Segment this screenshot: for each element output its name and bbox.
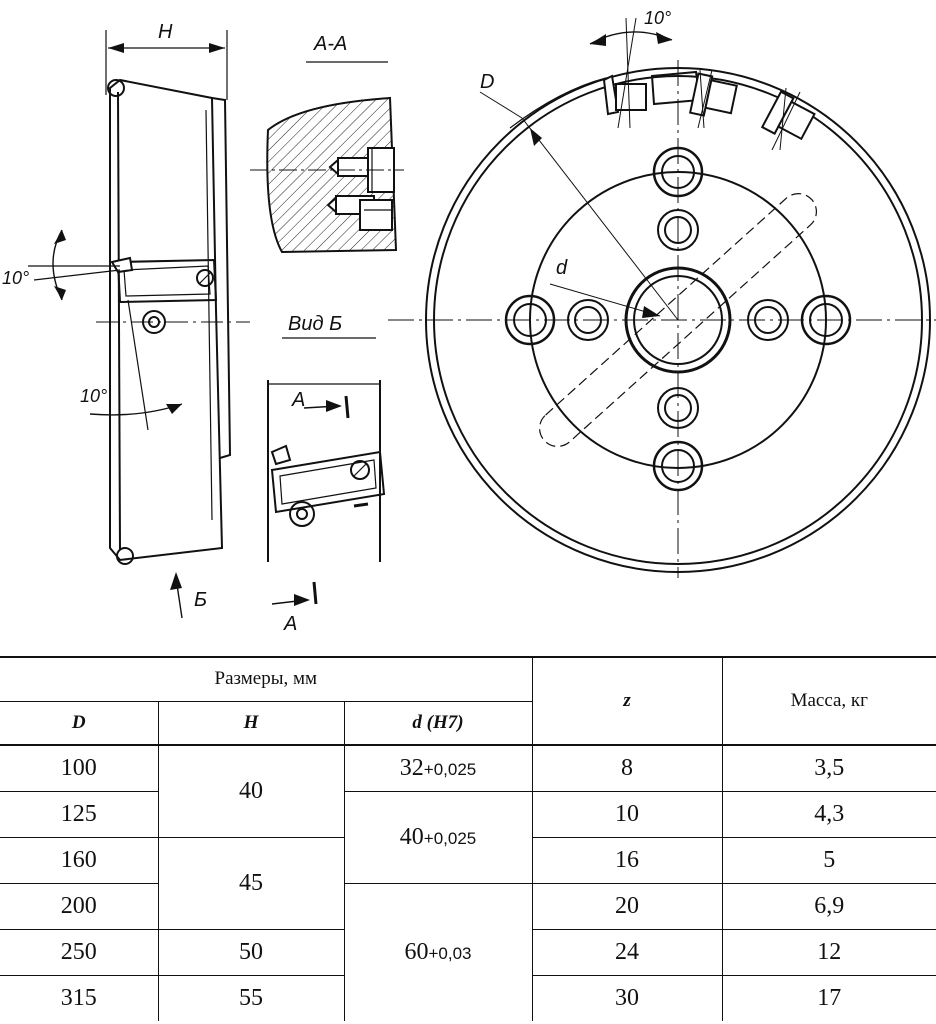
cell-d: 40+0,025: [343, 791, 533, 884]
header-dimensions-group: Размеры, мм: [0, 657, 533, 702]
cell-D: 200: [0, 883, 158, 930]
cell-H: 50: [157, 929, 344, 976]
angle-label-bottom: 10°: [80, 386, 107, 406]
cell-mass: 12: [721, 929, 936, 976]
cell-H: 40: [157, 745, 344, 838]
cell-mass: 17: [721, 975, 936, 1021]
header-mass: Масса, кг: [721, 657, 936, 745]
cell-D: 250: [0, 929, 158, 976]
cell-z: 16: [531, 837, 723, 884]
technical-drawing: H 10° 10° Б А-А Вид Б A: [2, 8, 936, 635]
cell-mass: 4,3: [721, 791, 936, 838]
cell-z: 30: [531, 975, 723, 1021]
cell-mass: 3,5: [721, 745, 936, 792]
header-d-symbol: d: [412, 711, 422, 733]
dimensions-table: Размеры, мм z Масса, кг D H d (H7) 100 4…: [0, 656, 936, 1021]
section-a-a: [250, 61, 404, 254]
cell-D: 100: [0, 745, 158, 792]
arrow-label-A-top: A: [291, 389, 305, 411]
cell-d-tol: +0,025: [423, 828, 477, 848]
angle-label-top: 10°: [644, 8, 671, 28]
cell-z: 10: [531, 791, 723, 838]
cell-z: 20: [531, 883, 723, 930]
cell-mass: 5: [721, 837, 936, 884]
header-d: d (H7): [343, 701, 533, 745]
dim-label-H: H: [158, 21, 173, 43]
cell-d-base: 40: [399, 823, 424, 850]
cell-d: 32+0,025: [343, 745, 533, 792]
section-label-AA: А-А: [313, 33, 347, 55]
cell-mass: 6,9: [721, 883, 936, 930]
header-z: z: [531, 657, 723, 745]
side-view: [28, 30, 250, 619]
view-label-B: Вид Б: [288, 313, 342, 335]
cell-d-base: 60: [404, 938, 429, 965]
header-D: D: [71, 711, 86, 733]
cell-z: 24: [531, 929, 723, 976]
header-H: H: [157, 701, 344, 745]
front-view: [388, 17, 936, 578]
cell-D: 315: [60, 984, 97, 1011]
cell-d-tol: +0,03: [428, 943, 472, 963]
view-b: [267, 337, 386, 606]
cell-d-base: 32: [399, 754, 424, 781]
cell-H: 45: [157, 837, 344, 930]
cell-d: 60+0,03: [343, 883, 533, 1021]
cell-H: 55: [157, 975, 344, 1021]
cell-D: 125: [0, 791, 158, 838]
cell-z: 8: [531, 745, 723, 792]
dimensions-table-wrapper: Размеры, мм z Масса, кг D H d (H7) 100 4…: [0, 656, 936, 1024]
dim-label-d: d: [556, 257, 568, 279]
dim-label-D: D: [480, 71, 494, 93]
arrow-label-B: Б: [194, 589, 207, 611]
arrow-label-A-bottom: A: [283, 613, 297, 635]
angle-label-left: 10°: [2, 268, 29, 288]
cell-D: 160: [0, 837, 158, 884]
cell-d-tol: +0,025: [423, 759, 477, 779]
header-d-fit: (H7): [426, 711, 464, 733]
